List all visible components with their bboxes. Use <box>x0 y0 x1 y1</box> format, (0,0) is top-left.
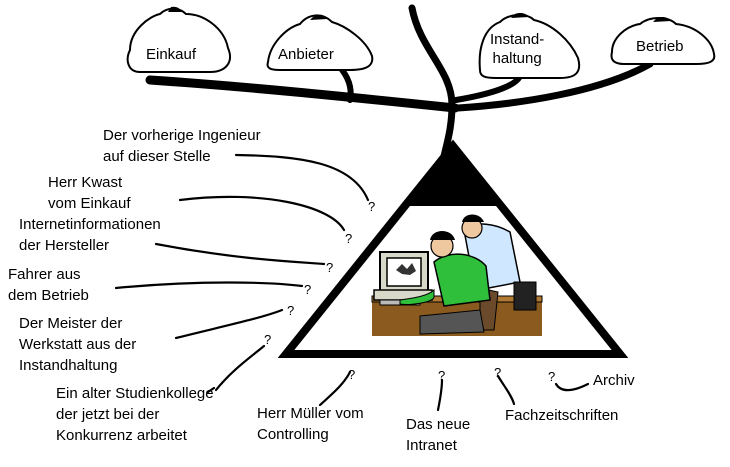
line-fachzeitschriften <box>496 374 516 406</box>
line-mueller <box>318 370 352 407</box>
source-studienkollege: Ein alter Studienkollege der jetzt bei d… <box>56 385 214 444</box>
question-mark-internet: ? <box>326 260 333 275</box>
category-anbieter: Anbieter <box>278 46 334 63</box>
line-intranet <box>436 378 444 412</box>
question-mark-intranet: ? <box>438 368 445 383</box>
question-mark-fachzeitschriften: ? <box>494 365 501 380</box>
line-internet <box>154 242 326 266</box>
trunk <box>408 4 456 160</box>
pyramid-apex <box>405 146 501 206</box>
line-ingenieur <box>234 153 370 202</box>
line-meister <box>174 308 284 340</box>
source-internet: Internetinformationen der Hersteller <box>19 216 161 254</box>
source-ingenieur: Der vorherige Ingenieur auf dieser Stell… <box>103 127 261 165</box>
source-fachzeitschriften: Fachzeitschriften <box>505 407 619 424</box>
branch-betrieb <box>454 60 654 112</box>
office-scene-illustration <box>371 214 543 336</box>
stone-einkauf <box>126 6 231 73</box>
source-intranet: Das neue Intranet <box>406 416 471 454</box>
category-betrieb: Betrieb <box>636 38 684 55</box>
question-mark-kwast: ? <box>345 231 352 246</box>
question-mark-mueller: ? <box>348 367 355 382</box>
source-fahrer: Fahrer aus dem Betrieb <box>8 266 89 304</box>
branch-instandhaltung <box>453 73 523 103</box>
question-mark-fahrer: ? <box>304 282 311 297</box>
source-meister: Der Meister der Werkstatt aus der Instan… <box>19 315 137 374</box>
stone-instandhaltung <box>478 13 581 79</box>
source-archiv: Archiv <box>593 372 635 389</box>
connector-lines <box>114 153 590 412</box>
question-mark-studienkollege: ? <box>264 332 271 347</box>
source-kwast: Herr Kwast vom Einkauf <box>48 174 131 212</box>
stone-betrieb <box>610 17 716 65</box>
branch-einkauf <box>145 75 460 113</box>
source-mueller: Herr Müller vom Controlling <box>257 405 364 443</box>
stone-anbieter <box>266 14 374 71</box>
tick-studienkollege <box>206 386 216 394</box>
line-archiv <box>554 382 590 392</box>
line-fahrer <box>114 281 304 290</box>
question-mark-archiv: ? <box>548 369 555 384</box>
question-mark-meister: ? <box>287 303 294 318</box>
category-einkauf: Einkauf <box>146 46 197 63</box>
category-instandhaltung: Instand- haltung <box>490 31 545 67</box>
question-mark-ingenieur: ? <box>368 199 375 214</box>
line-studienkollege <box>214 344 266 392</box>
question-marks: ? ? ? ? ? ? ? ? ? ? <box>264 199 555 384</box>
line-kwast <box>178 195 346 232</box>
